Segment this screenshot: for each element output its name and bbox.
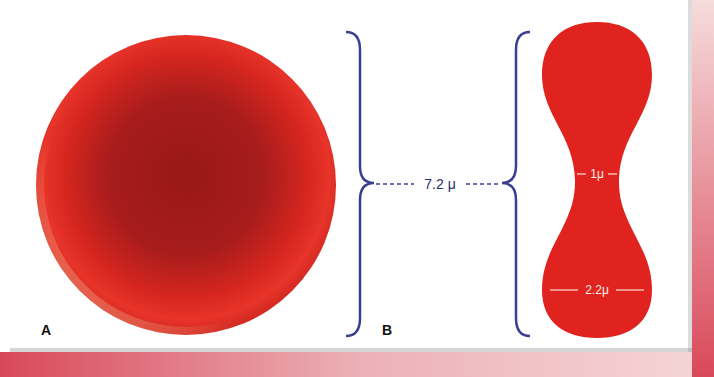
dimension-brace [346,32,374,336]
dimension-line [616,289,644,290]
dimension-label: 2.2μ [585,284,609,296]
view-label: A [41,323,51,337]
dimension-line [577,173,586,174]
frame-shadow [692,0,714,377]
view-label: B [382,323,392,337]
dimension-line [466,183,500,185]
frame-shadow [0,352,714,377]
dimension-label: 7.2 μ [424,177,455,191]
rbc-face-view [36,35,336,335]
panel-shadow [10,348,692,352]
dimension-brace [502,32,530,336]
dimension-line [376,183,414,185]
panel-shadow [688,0,692,352]
rbc-rim-highlight [40,39,332,331]
rbc-side-view [542,22,652,338]
dimension-line [608,173,617,174]
picture-panel [10,0,692,352]
dimension-line [550,289,578,290]
dimension-label: 1μ [590,168,604,180]
